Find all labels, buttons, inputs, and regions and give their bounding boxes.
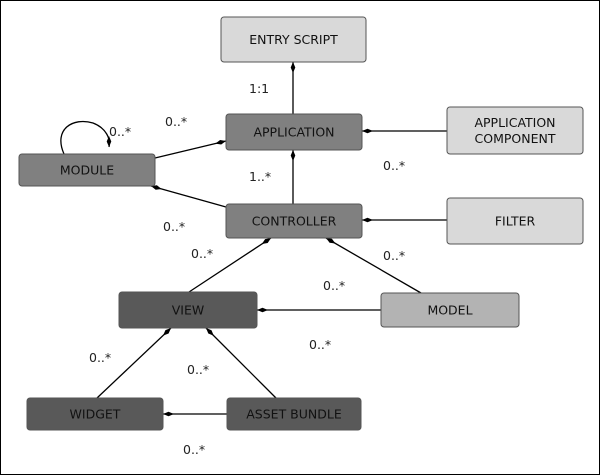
connector-controller-view <box>188 237 272 293</box>
node-controller: CONTROLLER <box>225 203 363 239</box>
multiplicity-label: 0..* <box>89 350 111 365</box>
node-label: VIEW <box>172 303 205 318</box>
connector-module-controller <box>150 185 227 208</box>
multiplicity-label: 0..* <box>109 124 131 139</box>
node-label: FILTER <box>495 214 536 229</box>
node-widget: WIDGET <box>26 397 164 431</box>
connector-module-self <box>60 120 112 155</box>
node-view: VIEW <box>118 291 258 329</box>
node-asset-bundle: ASSET BUNDLE <box>226 397 362 431</box>
connector-module-app <box>154 140 227 159</box>
composition-diamond-icon <box>362 128 373 134</box>
composition-diamond-icon <box>261 238 271 244</box>
node-label: APPLICATION <box>253 125 334 140</box>
node-label: MODEL <box>427 303 472 318</box>
composition-diamond-icon <box>106 136 112 147</box>
connector-widget-asset <box>163 411 227 417</box>
connector-controller-model <box>325 237 422 294</box>
composition-diamond-icon <box>290 62 296 73</box>
connector-view-asset <box>205 327 277 399</box>
multiplicity-label: 0..* <box>383 248 405 263</box>
multiplicity-label: 0..* <box>165 114 187 129</box>
node-application: APPLICATION <box>225 113 363 151</box>
composition-diamond-icon <box>290 150 296 161</box>
multiplicity-label: 0..* <box>163 219 185 234</box>
connector-view-widget <box>96 327 172 399</box>
node-label: MODULE <box>60 163 114 178</box>
multiplicity-label: 0..* <box>191 246 213 261</box>
composition-diamond-icon <box>362 217 373 223</box>
connector-app-component <box>362 128 447 134</box>
node-entry-script: ENTRY SCRIPT <box>220 16 367 63</box>
connector-view-model <box>257 307 381 313</box>
composition-diamond-icon <box>151 185 162 190</box>
node-label: ASSET BUNDLE <box>246 407 342 422</box>
multiplicity-label: 0..* <box>187 362 209 377</box>
composition-diamond-icon <box>215 140 226 145</box>
node-label: WIDGET <box>70 407 121 422</box>
connector-entry-app <box>290 62 296 114</box>
composition-diamond-icon <box>257 307 268 313</box>
composition-diamond-icon <box>326 238 336 244</box>
node-label: CONTROLLER <box>252 214 337 229</box>
multiplicity-label: 1:1 <box>249 81 269 96</box>
node-model: MODEL <box>380 292 520 328</box>
node-filter: FILTER <box>446 197 584 245</box>
node-label: COMPONENT <box>475 131 556 146</box>
multiplicity-label: 1..* <box>249 169 271 184</box>
connector-app-controller <box>290 150 296 204</box>
node-module: MODULE <box>18 153 156 187</box>
node-label: ENTRY SCRIPT <box>249 32 338 47</box>
multiplicity-label: 0..* <box>323 278 345 293</box>
composition-diamond-icon <box>163 411 174 417</box>
multiplicity-label: 0..* <box>309 337 331 352</box>
connector-controller-filter <box>362 217 447 223</box>
composition-diamond-icon <box>206 328 214 336</box>
node-label: APPLICATION <box>474 115 555 130</box>
multiplicity-label: 0..* <box>383 158 405 173</box>
multiplicity-label: 0..* <box>183 442 205 457</box>
composition-diamond-icon <box>163 328 171 336</box>
